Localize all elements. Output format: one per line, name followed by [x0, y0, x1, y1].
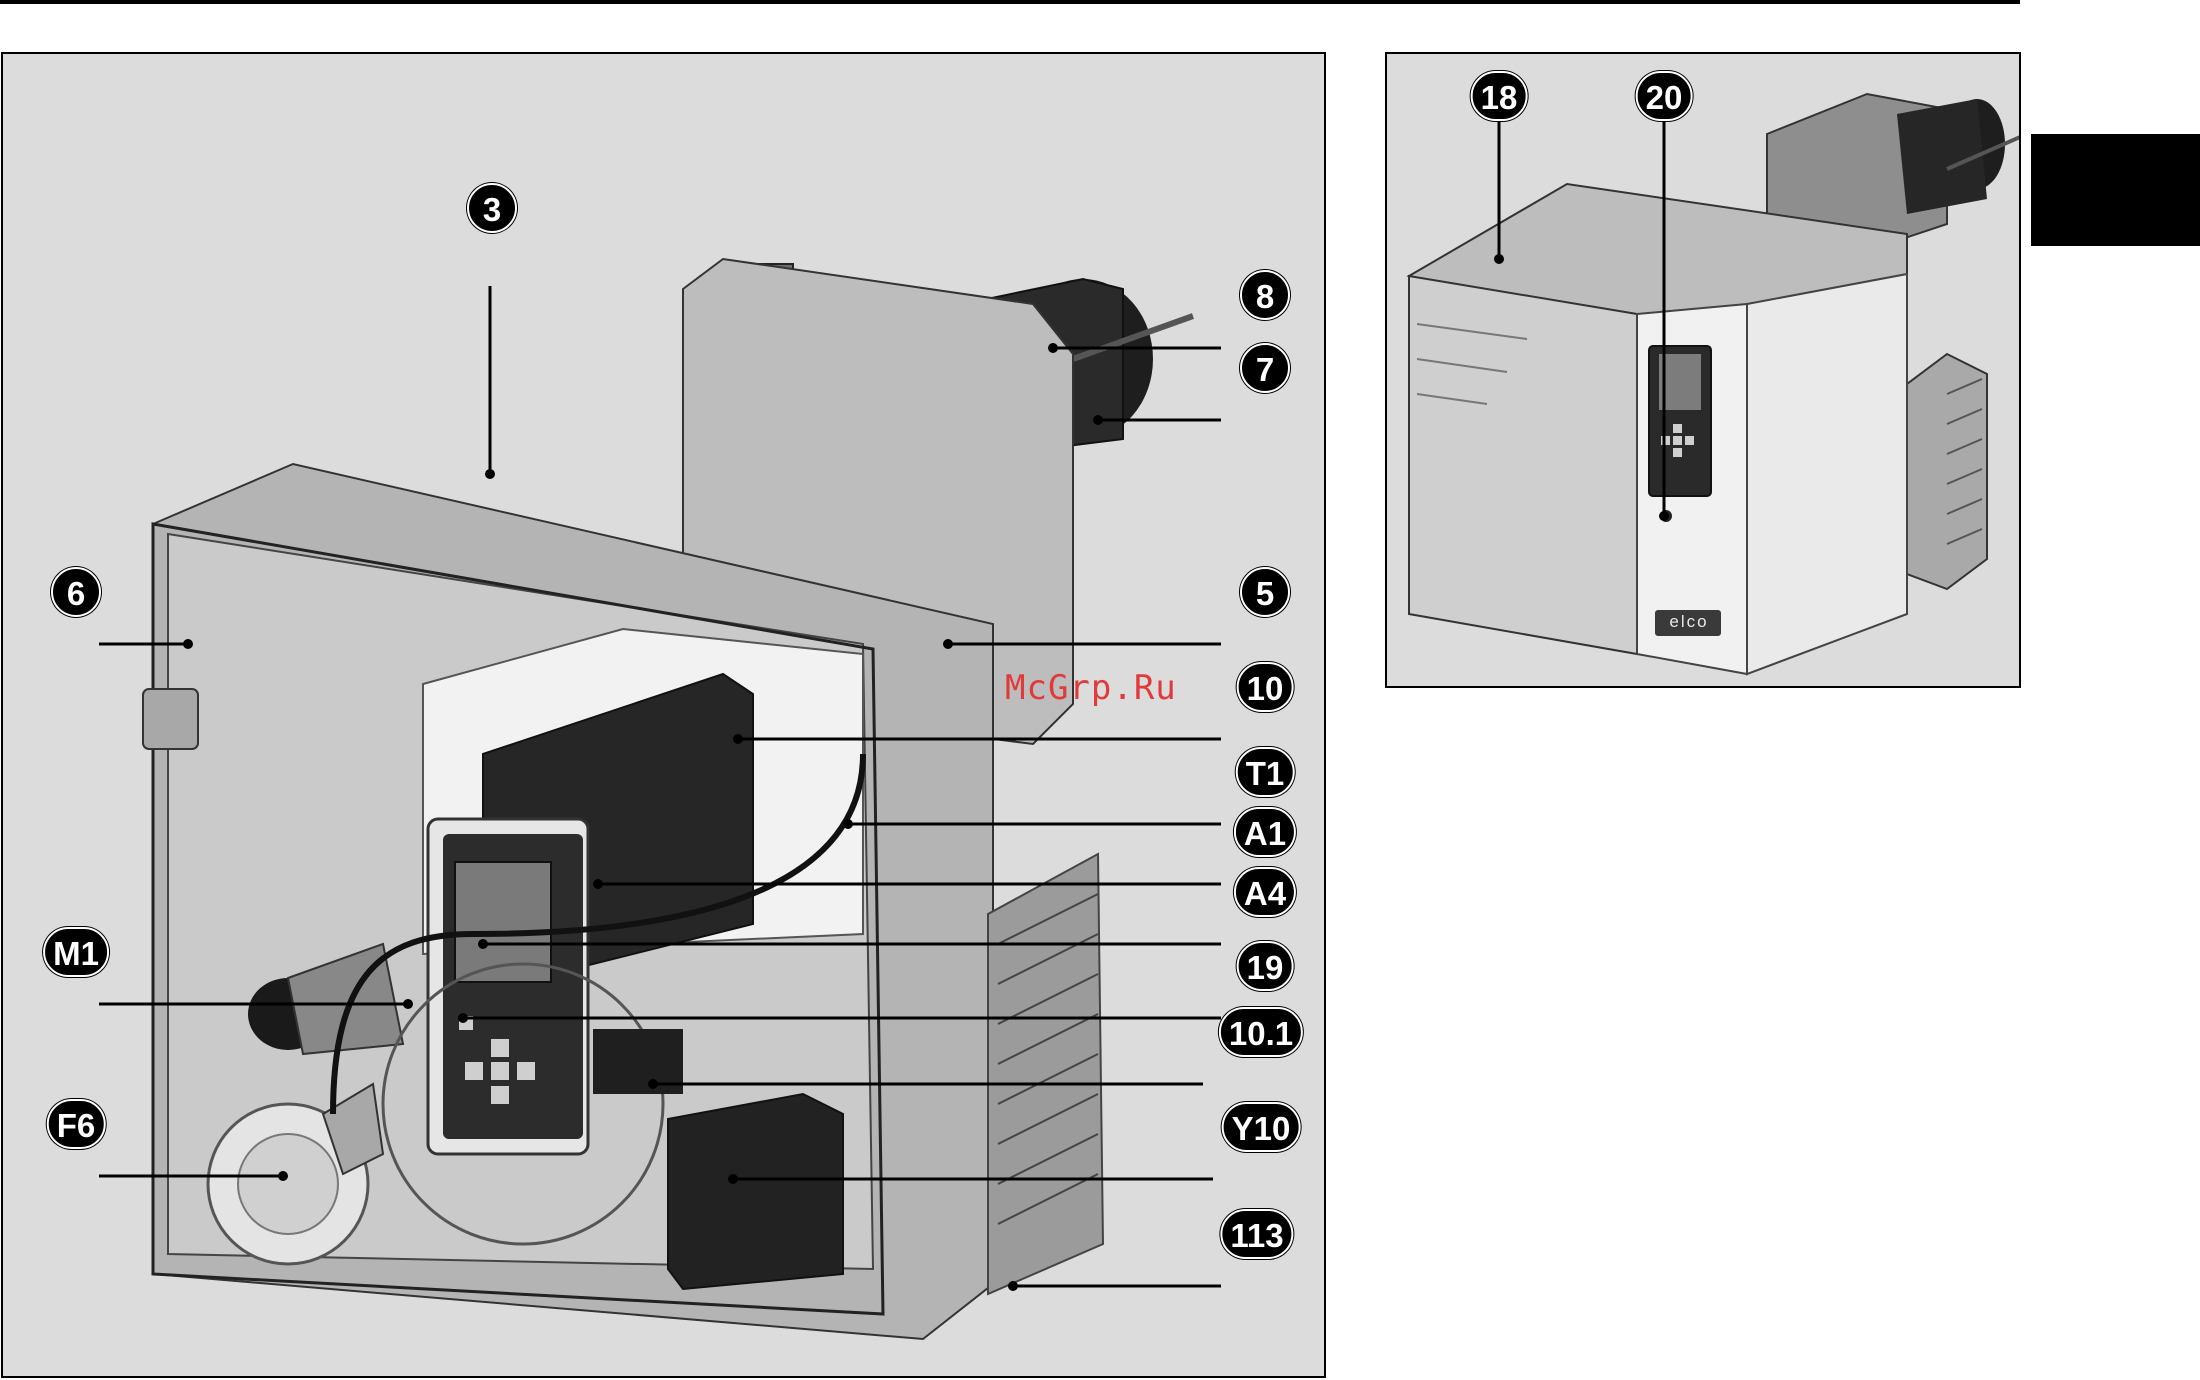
callout-m1: M1: [43, 927, 109, 977]
callout-5: 5: [1240, 567, 1290, 617]
chapter-tab: [2031, 134, 2200, 246]
callout-f6: F6: [47, 1099, 106, 1149]
callout-a4: A4: [1234, 867, 1296, 917]
callout-6: 6: [51, 567, 101, 617]
burner-cover-inset-panel: elco 18 20: [1385, 52, 2021, 688]
callout-8: 8: [1240, 270, 1290, 320]
burner-main-illustration-panel: 3 8 7 6 5 10 T1 A1 A4 M1 19 10.1 F6 Y10 …: [1, 52, 1326, 1378]
top-rule: [0, 0, 2020, 4]
callout-20: 20: [1636, 71, 1693, 121]
callout-3: 3: [467, 183, 517, 233]
callout-t1: T1: [1236, 747, 1295, 797]
callout-10-1: 10.1: [1219, 1007, 1303, 1057]
burner-main-illustration: [3, 54, 1326, 1378]
watermark: McGrp.Ru: [1005, 668, 1177, 708]
callout-10: 10: [1237, 662, 1294, 712]
callout-19: 19: [1237, 941, 1294, 991]
callout-a1: A1: [1234, 807, 1296, 857]
callout-113: 113: [1220, 1209, 1293, 1259]
callout-7: 7: [1240, 343, 1290, 393]
brand-label: elco: [1661, 612, 1717, 632]
callout-18: 18: [1471, 71, 1528, 121]
callout-y10: Y10: [1222, 1102, 1301, 1152]
burner-cover-illustration: [1387, 54, 2021, 688]
